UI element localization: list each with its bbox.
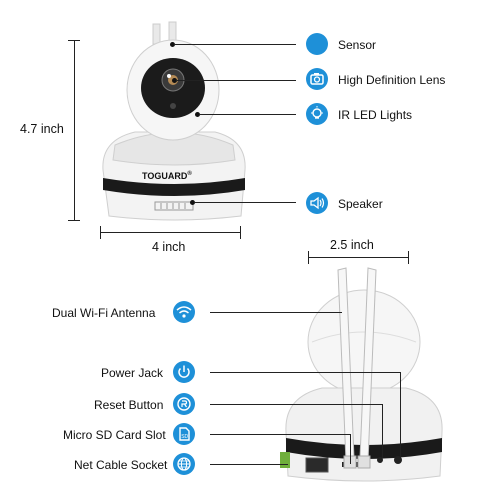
camera-icon <box>306 68 328 90</box>
brand-logo: TOGUARD® <box>142 171 192 181</box>
ir-label: IR LED Lights <box>338 108 413 122</box>
sd-label: Micro SD Card Slot <box>63 428 166 442</box>
wifi-icon <box>173 301 195 323</box>
height-dimension-line <box>74 40 75 220</box>
globe-icon <box>173 453 195 475</box>
sd-pointer-line <box>210 434 350 435</box>
sensor-label: Sensor <box>338 38 377 52</box>
width-label: 4 inch <box>152 240 186 254</box>
height-label: 4.7 inch <box>20 122 64 136</box>
power-pointer-line <box>210 372 400 373</box>
width-tick-left <box>100 226 101 239</box>
height-tick-top <box>68 40 80 41</box>
reset-icon <box>173 393 195 415</box>
width-dimension-line <box>100 232 240 233</box>
power-icon <box>173 361 195 383</box>
antenna-label: Dual Wi-Fi Antenna <box>52 306 156 320</box>
reset-pointer-drop <box>382 404 383 458</box>
net-label: Net Cable Socket <box>74 458 168 472</box>
ir-pointer-line <box>199 114 296 115</box>
lens-label: High Definition Lens <box>338 73 446 87</box>
svg-text:SD: SD <box>181 434 188 440</box>
reset-label: Reset Button <box>94 398 164 412</box>
net-pointer-line <box>210 464 288 465</box>
sensor-dot-icon <box>306 33 328 55</box>
speaker-pointer-dot <box>190 200 195 205</box>
sd-pointer-drop <box>350 434 351 464</box>
sensor-pointer-dot <box>170 42 175 47</box>
depth-tick-left <box>308 251 309 264</box>
depth-label: 2.5 inch <box>330 238 374 252</box>
lens-pointer-line <box>176 80 296 81</box>
speaker-icon <box>306 192 328 214</box>
speaker-label: Speaker <box>338 197 383 211</box>
width-tick-right <box>240 226 241 239</box>
speaker-pointer-line <box>194 202 296 203</box>
depth-dimension-line <box>308 257 408 258</box>
front-camera-image <box>102 21 246 221</box>
bulb-icon <box>306 103 328 125</box>
sd-card-icon: SD <box>173 423 195 445</box>
reset-pointer-line <box>210 404 382 405</box>
depth-tick-right <box>408 251 409 264</box>
sensor-pointer-line <box>174 44 296 45</box>
ir-pointer-dot <box>195 112 200 117</box>
power-pointer-drop <box>400 372 401 460</box>
power-label: Power Jack <box>101 366 164 380</box>
antenna-pointer-line <box>210 312 342 313</box>
height-tick-bottom <box>68 220 80 221</box>
lens-pointer-dot <box>172 78 177 83</box>
back-camera-image <box>280 267 443 482</box>
